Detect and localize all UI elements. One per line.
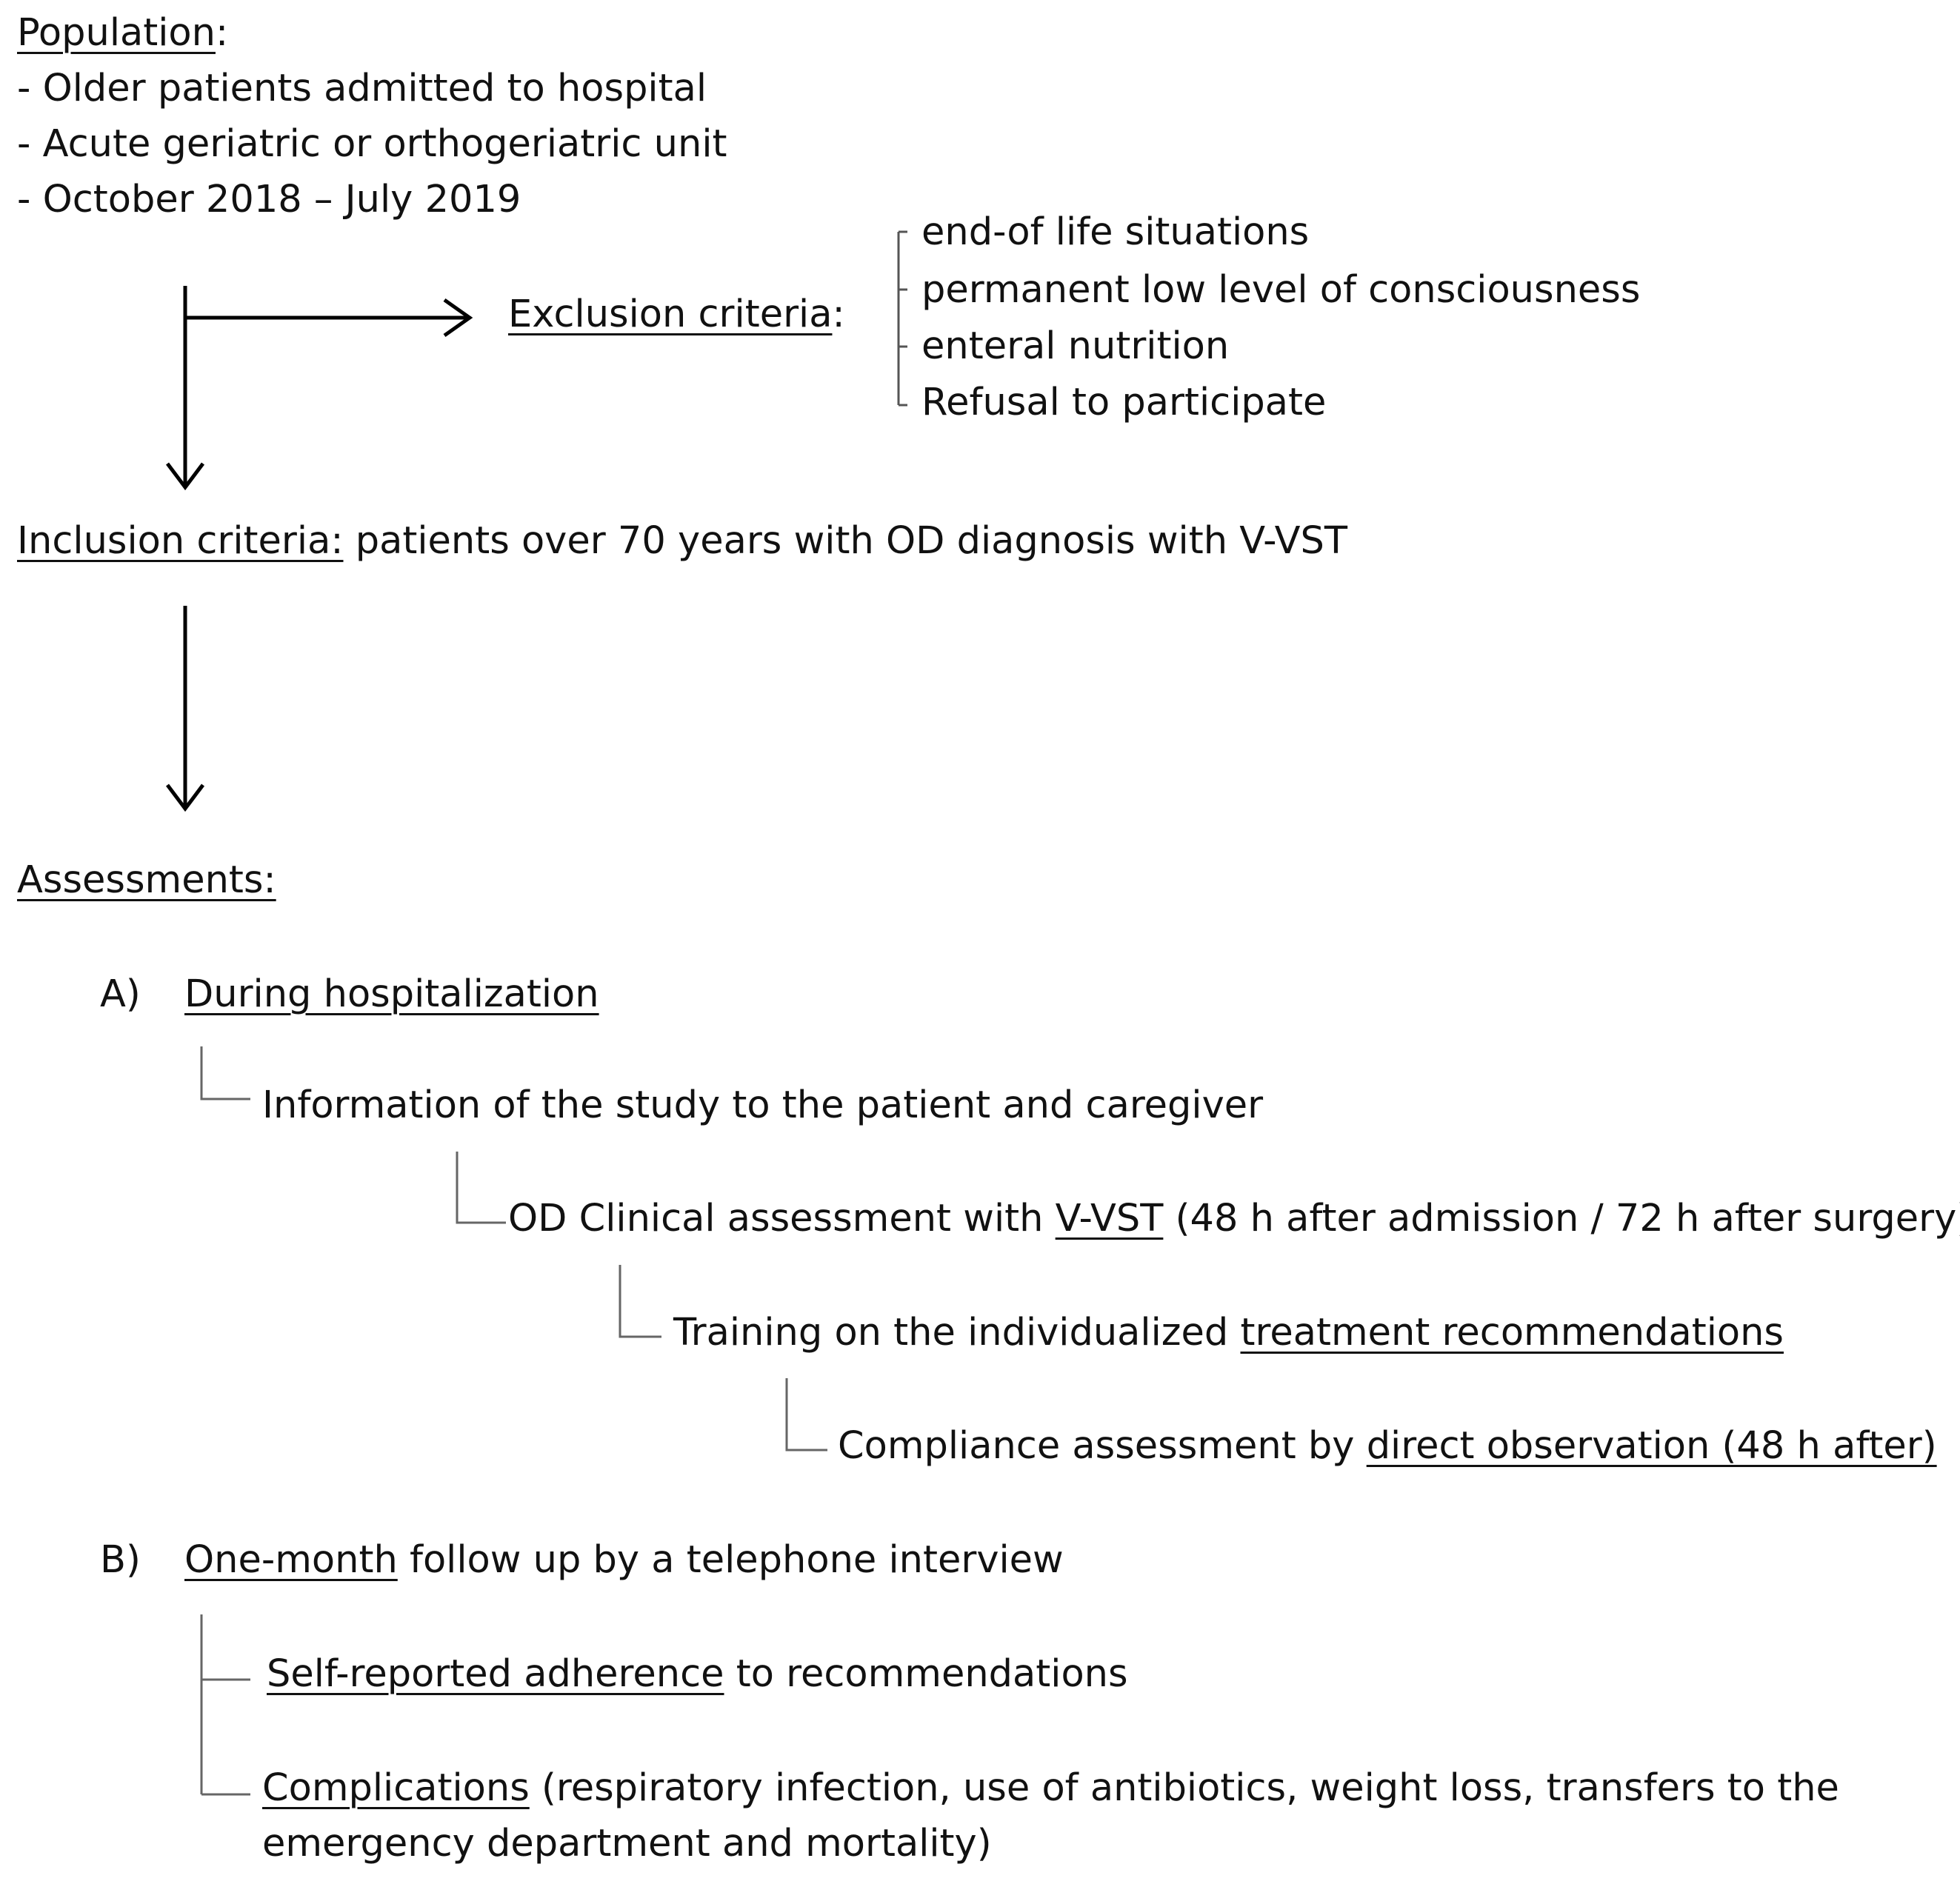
population-item: - October 2018 – July 2019 [17, 178, 521, 221]
population-colon: : [215, 11, 229, 55]
exclusion-heading: Exclusion criteria: [508, 292, 845, 338]
step-training-text: Training on the individualized [673, 1311, 1241, 1354]
exclusion-branch-arrowhead [443, 298, 473, 338]
population-heading: Population: [17, 10, 228, 56]
inclusion-line: Inclusion criteria: patients over 70 yea… [17, 518, 1347, 564]
inclusion-text: patients over 70 years with OD diagnosis… [343, 519, 1347, 563]
assessments-label: Assessments: [17, 858, 276, 902]
step-clinical-assessment-vvst: V-VST [1055, 1197, 1164, 1240]
step-information: Information of the study to the patient … [262, 1083, 1264, 1127]
exclusion-bracket [897, 230, 907, 407]
assessments-heading: Assessments: [17, 858, 276, 903]
followup-complications-label: Complications [262, 1766, 530, 1810]
followup-connectors [200, 1614, 250, 1796]
followup-complications-continued: emergency department and mortality) [262, 1822, 992, 1865]
followup-adherence: Self-reported adherence to recommendatio… [267, 1651, 1128, 1697]
section-a-title: During hospitalization [184, 972, 599, 1018]
section-a-marker: A) [100, 972, 141, 1016]
step-clinical-assessment-timing: (48 h after admission / 72 h after surge… [1163, 1197, 1960, 1240]
hospitalization-steps-connectors [200, 1046, 827, 1452]
step-compliance-observation: direct observation (48 h after) [1366, 1424, 1937, 1468]
step-training-recommendations: treatment recommendations [1240, 1311, 1784, 1354]
assessment-flow-arrowhead [166, 784, 204, 812]
population-item: - Acute geriatric or orthogeriatric unit [17, 122, 727, 166]
step-training: Training on the individualized treatment… [673, 1310, 1784, 1356]
exclusion-item: permanent low level of consciousness [921, 268, 1641, 312]
population-label: Population [17, 11, 216, 55]
section-b-marker: B) [100, 1538, 141, 1582]
exclusion-item: end-of life situations [921, 210, 1310, 254]
population-item: - Older patients admitted to hospital [17, 67, 707, 110]
inclusion-label: Inclusion criteria: [17, 519, 344, 563]
followup-adherence-label: Self-reported adherence [267, 1652, 724, 1696]
section-a-title-text: During hospitalization [184, 972, 599, 1016]
exclusion-item: Refusal to participate [921, 381, 1327, 424]
main-flow-arrowhead [166, 462, 204, 491]
followup-complications-text: (respiratory infection, use of antibioti… [529, 1766, 1839, 1810]
step-compliance: Compliance assessment by direct observat… [838, 1423, 1937, 1469]
followup-adherence-text: to recommendations [724, 1652, 1128, 1696]
section-b-title-text: follow up by a telephone interview [397, 1538, 1064, 1582]
step-compliance-text: Compliance assessment by [838, 1424, 1367, 1468]
section-b-title: One-month follow up by a telephone inter… [184, 1537, 1064, 1583]
exclusion-colon: : [832, 293, 845, 336]
followup-complications: Complications (respiratory infection, us… [262, 1766, 1839, 1811]
step-clinical-assessment-text: OD Clinical assessment with [508, 1197, 1056, 1240]
section-b-title-onemonth: One-month [184, 1538, 398, 1582]
exclusion-label: Exclusion criteria [508, 293, 833, 336]
exclusion-item: enteral nutrition [921, 324, 1230, 368]
step-clinical-assessment: OD Clinical assessment with V-VST (48 h … [508, 1196, 1960, 1242]
